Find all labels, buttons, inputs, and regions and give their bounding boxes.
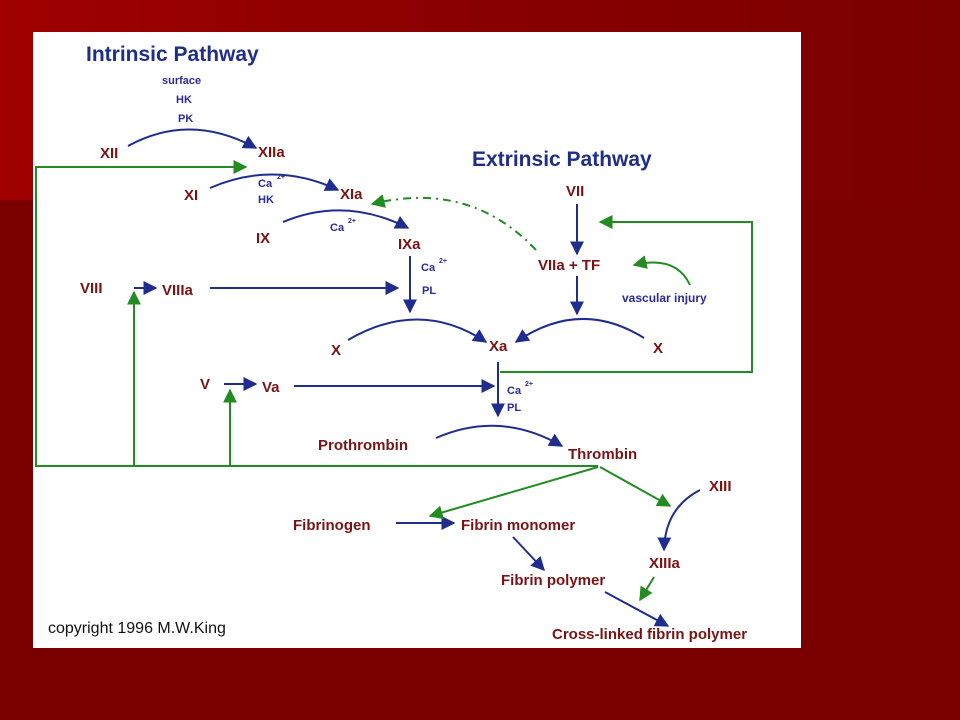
fibrin-monomer-label: Fibrin monomer: [461, 517, 575, 534]
factor-vii: VII: [566, 183, 584, 200]
intrinsic-pathway-title: Intrinsic Pathway: [86, 43, 259, 66]
cofactor-pk: PK: [178, 113, 193, 125]
cofactor-hk: HK: [176, 94, 192, 106]
thrombin-feedback-to-xiia: [35, 160, 598, 467]
xa-feedback-to-vii: [500, 215, 753, 373]
arrow-polymer-to-crosslinked: [604, 591, 670, 627]
prothrombin-label: Prothrombin: [318, 437, 408, 454]
factor-viii: VIII: [80, 280, 103, 297]
factor-v: V: [200, 376, 210, 393]
cofactor-ca-charge: 2+: [439, 258, 447, 265]
factor-viiia: VIIIa: [162, 282, 194, 299]
cofactor-ca-charge: 2+: [348, 218, 356, 225]
extrinsic-pathway-title: Extrinsic Pathway: [472, 148, 652, 171]
thrombin-to-fibrinogen-arrow: [428, 466, 599, 520]
copyright-text: copyright 1996 M.W.King: [48, 620, 226, 637]
factor-xi: XI: [184, 187, 198, 204]
arrow-prothrombin-to-thrombin: [435, 424, 564, 447]
cofactor-ca: Ca: [507, 385, 522, 397]
factor-va: Va: [262, 379, 280, 396]
cofactor-surface: surface: [162, 75, 201, 87]
vascular-injury-label: vascular injury: [622, 291, 707, 305]
factor-xia: XIa: [340, 186, 363, 203]
cofactor-ca: Ca: [421, 262, 436, 274]
viia-tf-activates-xi-arrow: [370, 194, 537, 251]
factor-x-right: X: [653, 340, 663, 357]
factor-ix: IX: [256, 230, 270, 247]
arrow-xii-to-xiia: [127, 128, 258, 149]
vascular-injury-arrow: [632, 255, 691, 286]
factor-ixa: IXa: [398, 236, 421, 253]
arrow-ix-to-ixa: [282, 209, 410, 229]
crosslinked-fibrin-polymer-label: Cross-linked fibrin polymer: [552, 626, 747, 643]
cofactor-ca-charge: 2+: [525, 381, 533, 388]
factor-xiii: XIII: [709, 478, 732, 495]
fibrinogen-label: Fibrinogen: [293, 517, 371, 534]
arrow-x-to-xa-extrinsic: [514, 317, 645, 343]
factor-xii: XII: [100, 145, 118, 162]
arrow-xi-to-xia: [209, 173, 340, 191]
thrombin-to-xiii-arrow: [599, 466, 672, 507]
arrow-xiii-to-xiiia: [657, 489, 701, 552]
factor-xiia: XIIa: [258, 144, 285, 161]
cofactor-ca: Ca: [258, 178, 273, 190]
arrow-x-to-xa-intrinsic: [347, 318, 488, 343]
factor-xiiia: XIIIa: [649, 555, 681, 572]
cofactor-hk: HK: [258, 194, 274, 206]
fibrin-polymer-label: Fibrin polymer: [501, 572, 605, 589]
factor-x-left: X: [331, 342, 341, 359]
factor-viia-tf: VIIa + TF: [538, 257, 600, 274]
xiiia-crosslink-arrow: [639, 576, 655, 602]
factor-xa: Xa: [489, 338, 508, 355]
cofactor-pl: PL: [507, 402, 521, 414]
thrombin-label: Thrombin: [568, 446, 637, 463]
cofactor-ca-charge: 2+: [277, 174, 285, 181]
diagram-panel: [33, 32, 801, 648]
cofactor-ca: Ca: [330, 222, 345, 234]
cofactor-pl: PL: [422, 285, 436, 297]
arrow-monomer-to-polymer: [512, 536, 545, 572]
